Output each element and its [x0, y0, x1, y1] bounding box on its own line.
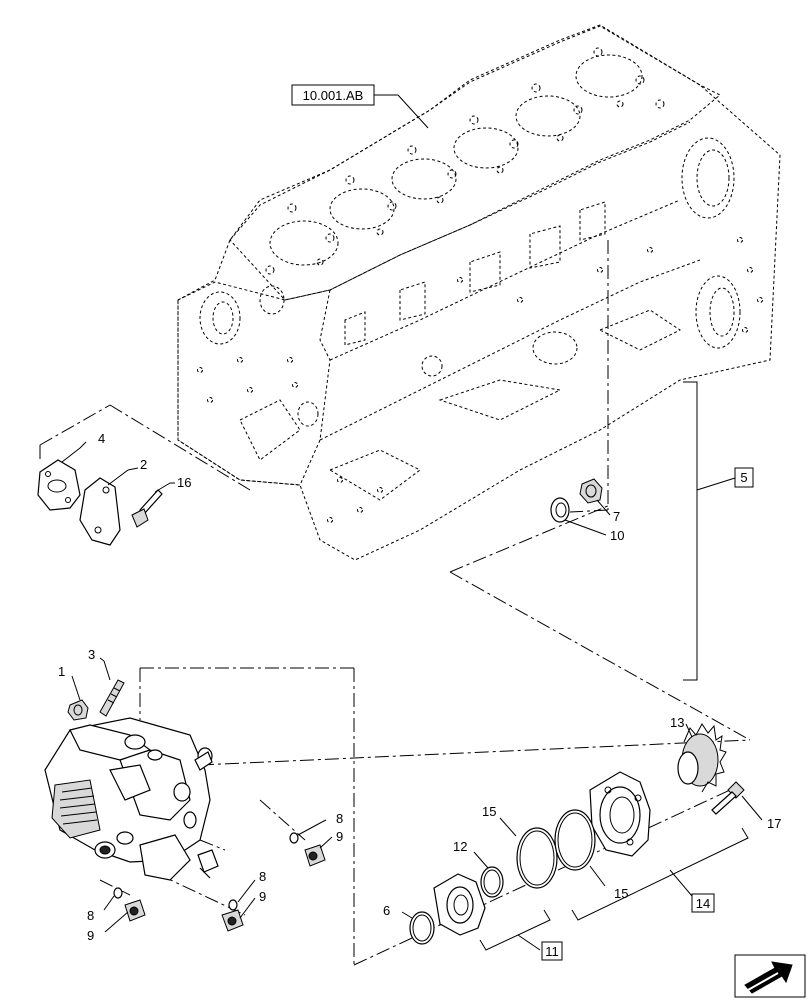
- callout-12[interactable]: 12: [453, 839, 467, 854]
- callout-15a[interactable]: 15: [482, 804, 496, 819]
- callout-17[interactable]: 17: [767, 816, 781, 831]
- o-ring-part-8b: [228, 899, 238, 911]
- callout-9a[interactable]: 9: [336, 829, 343, 844]
- callout-2[interactable]: 2: [140, 457, 147, 472]
- svg-text:11: 11: [545, 944, 559, 959]
- o-ring-part-8c: [113, 887, 123, 899]
- svg-text:14: 14: [696, 896, 710, 911]
- callout-4[interactable]: 4: [98, 431, 105, 446]
- leaders-drive: [401, 817, 606, 919]
- high-pressure-fuel-pump: [44, 717, 219, 881]
- nut-part-7: [579, 478, 603, 504]
- stud-part-3: [99, 679, 125, 717]
- flange-housing-part-14: [589, 771, 651, 857]
- gear-part-13: [677, 723, 727, 793]
- callout-8c[interactable]: 8: [87, 908, 94, 923]
- group-bracket-14: 14: [571, 827, 749, 921]
- callout-13[interactable]: 13: [670, 715, 684, 730]
- callout-1[interactable]: 1: [58, 664, 65, 679]
- reference-callout-10-001-ab[interactable]: 10.001.AB: [291, 84, 429, 129]
- adapter-part-11: [433, 873, 486, 936]
- washer-part-10: [550, 497, 570, 523]
- o-ring-part-12: [480, 866, 504, 898]
- callout-16[interactable]: 16: [177, 475, 191, 490]
- leaders-fittings: [103, 819, 333, 933]
- callout-9b[interactable]: 9: [259, 889, 266, 904]
- next-page-arrow-icon[interactable]: [734, 954, 806, 998]
- callout-8a[interactable]: 8: [336, 811, 343, 826]
- o-ring-part-15b: [554, 809, 596, 871]
- callout-6[interactable]: 6: [383, 903, 390, 918]
- svg-text:10.001.AB: 10.001.AB: [303, 88, 364, 103]
- callout-8b[interactable]: 8: [259, 869, 266, 884]
- plug-part-9a: [304, 844, 326, 867]
- engine-block-phantom: [177, 24, 781, 561]
- cover-plate-part-2: [79, 477, 121, 546]
- plug-part-9c: [124, 899, 146, 922]
- group-bracket-11: 11: [479, 909, 563, 961]
- bolt-part-16: [131, 489, 163, 528]
- plug-part-9b: [221, 909, 244, 932]
- o-ring-part-6: [409, 911, 435, 945]
- o-ring-part-15a: [516, 827, 558, 889]
- callout-7[interactable]: 7: [613, 509, 620, 524]
- group-bracket-5: 5: [683, 381, 754, 681]
- svg-text:5: 5: [740, 470, 747, 485]
- callout-9c[interactable]: 9: [87, 928, 94, 943]
- callout-3[interactable]: 3: [88, 647, 95, 662]
- callout-10[interactable]: 10: [610, 528, 624, 543]
- bolt-part-17: [711, 781, 745, 815]
- gasket-part-4: [37, 459, 81, 511]
- leaders-top-left: [61, 441, 175, 493]
- o-ring-part-8a: [289, 832, 299, 844]
- nut-part-1: [67, 699, 89, 721]
